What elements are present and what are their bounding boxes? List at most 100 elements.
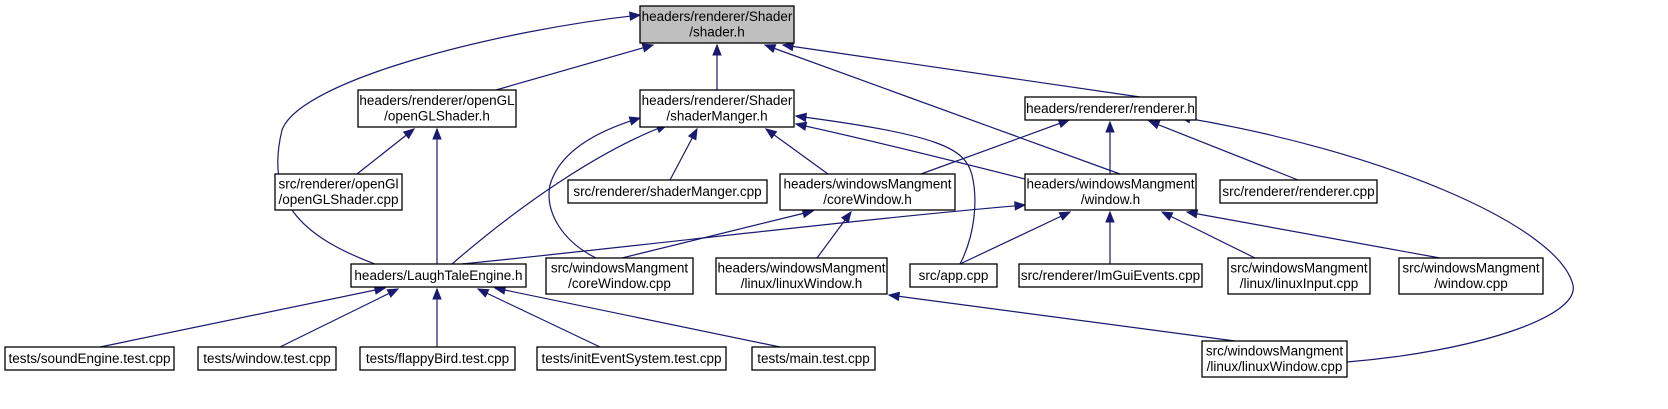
edge-linuxwindow_cpp-to-renderer_h <box>1178 114 1574 363</box>
node-window_cpp[interactable]: src/windowsMangment/window.cpp <box>1398 257 1544 295</box>
edge-line <box>1179 116 1574 363</box>
edge-line <box>888 294 1236 342</box>
edge-corewindow_cpp-to-corewindow_h <box>621 208 815 259</box>
edge-line <box>356 128 415 175</box>
node-soundengine_test[interactable]: tests/soundEngine.test.cpp <box>4 346 175 371</box>
node-label: /openGLShader.cpp <box>278 192 398 207</box>
arrowhead-icon <box>641 43 655 53</box>
edge-line <box>495 44 654 91</box>
node-label: tests/window.test.cpp <box>203 351 331 366</box>
edge-line <box>621 210 814 259</box>
node-label: tests/initEventSystem.test.cpp <box>541 351 721 366</box>
node-renderer_cpp[interactable]: src/renderer/renderer.cpp <box>1219 179 1378 204</box>
node-box <box>1024 173 1197 211</box>
arrowhead-icon <box>887 291 901 302</box>
edge-line <box>920 119 1070 175</box>
node-shadermanger_cpp[interactable]: src/renderer/shaderManger.cpp <box>567 179 768 204</box>
edge-line <box>765 128 829 175</box>
node-label: tests/soundEngine.test.cpp <box>8 351 170 366</box>
edge-app_cpp-to-window_h <box>959 211 1072 265</box>
node-initeventsystem_test[interactable]: tests/initEventSystem.test.cpp <box>536 346 727 371</box>
node-box <box>639 89 795 128</box>
node-box <box>779 173 956 211</box>
node-flappybird_test[interactable]: tests/flappyBird.test.cpp <box>359 346 516 371</box>
node-box <box>715 257 888 295</box>
node-label: /openGLShader.h <box>384 109 490 124</box>
node-window_h[interactable]: headers/windowsMangment/window.h <box>1024 173 1197 211</box>
node-box <box>545 257 694 295</box>
node-main_test[interactable]: tests/main.test.cpp <box>751 346 876 371</box>
node-label: src/renderer/renderer.cpp <box>1222 184 1374 199</box>
node-label: headers/renderer/Shader <box>642 9 793 24</box>
node-box <box>909 263 998 288</box>
node-label: headers/renderer/renderer.h <box>1026 101 1195 116</box>
edge-line <box>782 44 1141 98</box>
arrowhead-icon <box>840 210 852 224</box>
node-label: headers/renderer/openGL <box>359 93 515 108</box>
node-label: /window.cpp <box>1434 276 1508 291</box>
node-app_cpp[interactable]: src/app.cpp <box>909 263 998 288</box>
arrowhead-icon <box>628 116 642 126</box>
node-box <box>1227 257 1371 295</box>
edge-line <box>451 124 668 265</box>
node-box <box>1201 340 1348 378</box>
edge-line <box>764 44 1121 175</box>
node-window_test[interactable]: tests/window.test.cpp <box>197 346 337 371</box>
arrowhead-icon <box>1185 209 1199 219</box>
node-imguievents_cpp[interactable]: src/renderer/ImGuiEvents.cpp <box>1018 263 1203 288</box>
edge-window_h-to-renderer_h <box>1105 120 1115 174</box>
arrowhead-icon <box>794 121 808 131</box>
node-linuxwindow_cpp[interactable]: src/windowsMangment/linux/linuxWindow.cp… <box>1201 340 1348 378</box>
node-linuxinput_cpp[interactable]: src/windowsMangment/linux/linuxInput.cpp <box>1227 257 1371 295</box>
edge-line <box>494 287 781 348</box>
edge-window_test-to-laughtale_h <box>279 288 400 348</box>
edge-shadermanger_h-to-shader_h <box>712 43 722 90</box>
edge-laughtale_h-to-shader_h <box>277 11 642 265</box>
arrowhead-icon <box>432 127 442 140</box>
node-label: /shaderManger.h <box>666 109 767 124</box>
edge-linuxwindow_h-to-corewindow_h <box>816 210 852 259</box>
node-box <box>1398 257 1544 295</box>
node-shader_h[interactable]: headers/renderer/Shader/shader.h <box>639 5 795 44</box>
node-box <box>4 346 175 371</box>
node-box <box>567 179 768 204</box>
node-label: src/windowsMangment <box>1206 344 1344 359</box>
node-label: src/windowsMangment <box>1230 261 1368 276</box>
node-label: /window.h <box>1081 192 1140 207</box>
arrowhead-icon <box>764 128 778 140</box>
node-label: /linux/linuxInput.cpp <box>1240 276 1359 291</box>
node-shadermanger_h[interactable]: headers/renderer/Shader/shaderManger.h <box>639 89 795 128</box>
edge-line <box>477 288 601 348</box>
node-box <box>1018 263 1203 288</box>
edge-linuxinput_cpp-to-window_h <box>1160 211 1256 259</box>
arrowhead-icon <box>1058 211 1072 221</box>
edge-line <box>461 204 1026 265</box>
node-label: src/renderer/ImGuiEvents.cpp <box>1021 268 1200 283</box>
edge-line <box>795 123 1026 180</box>
arrowhead-icon <box>386 288 400 298</box>
node-linuxwindow_h[interactable]: headers/windowsMangment/linux/linuxWindo… <box>715 257 888 295</box>
node-renderer_h[interactable]: headers/renderer/renderer.h <box>1024 96 1197 121</box>
edges-layer <box>99 11 1574 363</box>
node-openglshader_h[interactable]: headers/renderer/openGL/openGLShader.h <box>357 89 517 128</box>
edge-initeventsystem_test-to-laughtale_h <box>476 288 601 348</box>
node-box <box>359 346 516 371</box>
node-box <box>274 173 403 211</box>
edge-line <box>795 115 976 265</box>
node-label: /shader.h <box>689 25 745 40</box>
arrowhead-icon <box>687 127 698 141</box>
edge-line <box>959 211 1071 265</box>
node-openglshader_cpp[interactable]: src/renderer/openGl/openGLShader.cpp <box>274 173 403 211</box>
edge-renderer_h-to-shader_h <box>781 41 1141 98</box>
edge-app_cpp-to-shadermanger_h <box>794 112 976 265</box>
edge-line <box>277 14 641 265</box>
node-corewindow_h[interactable]: headers/windowsMangment/coreWindow.h <box>779 173 956 211</box>
edge-line <box>279 288 399 348</box>
node-laughtale_h[interactable]: headers/LaughTaleEngine.h <box>350 263 527 288</box>
edge-linuxwindow_cpp-to-linuxwindow_h <box>887 291 1236 342</box>
arrowhead-icon <box>629 11 642 21</box>
node-label: headers/LaughTaleEngine.h <box>354 268 522 283</box>
node-corewindow_cpp[interactable]: src/windowsMangment/coreWindow.cpp <box>545 257 694 295</box>
arrowhead-icon <box>794 112 808 123</box>
